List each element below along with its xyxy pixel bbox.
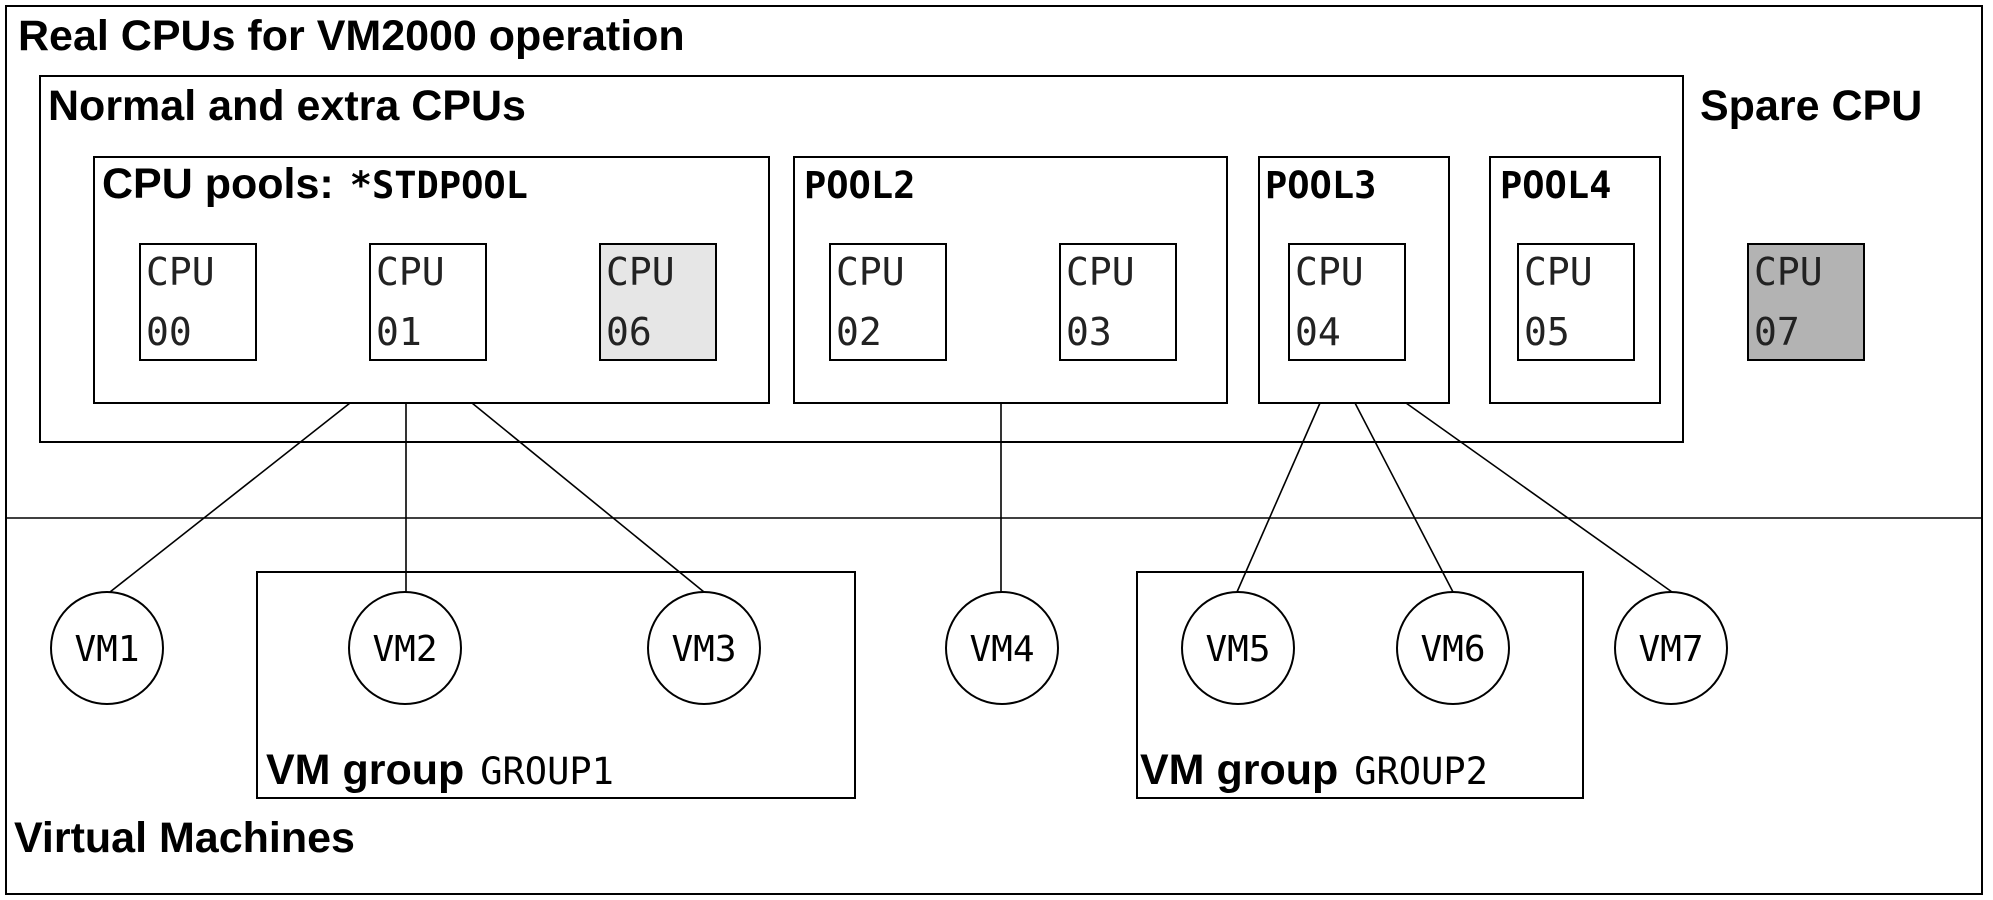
svg-text:VM6: VM6	[1420, 629, 1485, 670]
svg-text:VM5: VM5	[1205, 629, 1270, 670]
vm2-node: VM2	[348, 591, 462, 705]
svg-text:07: 07	[1754, 310, 1800, 354]
svg-text:CPU: CPU	[606, 250, 675, 294]
connector-stdpool-vm3	[471, 402, 705, 593]
svg-text:CPU: CPU	[376, 250, 445, 294]
svg-text:VM1: VM1	[74, 629, 139, 670]
cpu-05: CPU 05	[1517, 243, 1635, 361]
cpu-01: CPU 01	[369, 243, 487, 361]
connector-pool3-vm5	[1236, 402, 1321, 593]
virtual-machines-title: Virtual Machines	[14, 814, 355, 862]
svg-text:CPU: CPU	[146, 250, 215, 294]
vm1-node: VM1	[50, 591, 164, 705]
stdpool-label: CPU pools: *STDPOOL	[102, 160, 528, 208]
cpu-04: CPU 04	[1288, 243, 1406, 361]
svg-text:02: 02	[836, 310, 882, 354]
spare-cpu-title: Spare CPU	[1700, 82, 1922, 130]
vm-group-2-label: VM group GROUP2	[1140, 746, 1488, 794]
svg-text:VM3: VM3	[671, 629, 736, 670]
pool2-box	[793, 156, 1228, 404]
real-cpus-title: Real CPUs for VM2000 operation	[18, 12, 685, 60]
stdpool-box	[93, 156, 770, 404]
connector-stdpool-vm1	[109, 402, 351, 593]
vm-group-2-box	[1136, 571, 1584, 799]
cpu-00: CPU 00	[139, 243, 257, 361]
svg-text:CPU: CPU	[836, 250, 905, 294]
normal-extra-cpus-title: Normal and extra CPUs	[48, 82, 526, 130]
vm7-node: VM7	[1614, 591, 1728, 705]
svg-text:CPU: CPU	[1754, 250, 1823, 294]
vm4-node: VM4	[945, 591, 1059, 705]
svg-text:VM2: VM2	[372, 629, 437, 670]
pool4-label: POOL4	[1500, 164, 1611, 207]
cpu-07-fill	[1747, 243, 1865, 361]
svg-text:CPU: CPU	[1066, 250, 1135, 294]
svg-text:CPU: CPU	[1524, 250, 1593, 294]
cpu-07: CPU 07	[1747, 243, 1865, 361]
svg-text:05: 05	[1524, 310, 1570, 354]
stdpool-name: *STDPOOL	[350, 164, 528, 207]
svg-text:VM4: VM4	[969, 629, 1034, 670]
cpu-03: CPU 03	[1059, 243, 1177, 361]
outer-frame	[5, 5, 1983, 895]
svg-text:06: 06	[606, 310, 652, 354]
pool3-label: POOL3	[1265, 164, 1376, 207]
connector-pool3-vm7	[1405, 402, 1673, 593]
pool2-label: POOL2	[804, 164, 915, 207]
vm-group-1-label: VM group GROUP1	[266, 746, 614, 794]
svg-text:VM7: VM7	[1638, 629, 1703, 670]
svg-text:00: 00	[146, 310, 192, 354]
cpu-02: CPU 02	[829, 243, 947, 361]
pool4-box	[1489, 156, 1661, 404]
vm3-node: VM3	[647, 591, 761, 705]
svg-text:01: 01	[376, 310, 422, 354]
cpu-06: CPU 06	[599, 243, 717, 361]
connector-pool3-vm6	[1354, 402, 1454, 593]
pool3-box	[1258, 156, 1450, 404]
vm5-node: VM5	[1181, 591, 1295, 705]
svg-text:03: 03	[1066, 310, 1112, 354]
vm-group-1-box	[256, 571, 856, 799]
svg-text:04: 04	[1295, 310, 1341, 354]
cpu-pools-prefix: CPU pools:	[102, 160, 334, 208]
normal-extra-cpus-box	[39, 75, 1684, 443]
cpu-06-fill	[599, 243, 717, 361]
vm6-node: VM6	[1396, 591, 1510, 705]
svg-text:CPU: CPU	[1295, 250, 1364, 294]
